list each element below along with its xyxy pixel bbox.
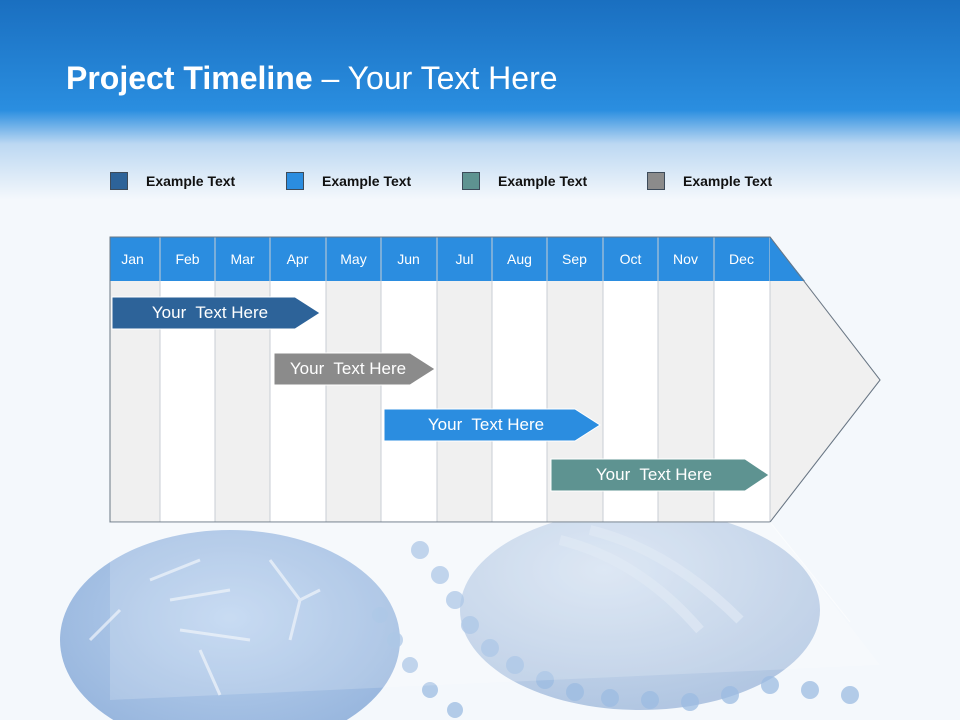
- month-header: Jun: [397, 251, 420, 267]
- month-header-cell: [110, 237, 160, 281]
- legend-swatch: [647, 172, 665, 190]
- month-header-cell: [160, 237, 215, 281]
- legend-label: Example Text: [146, 173, 236, 189]
- month-header: Apr: [286, 251, 309, 267]
- month-header-cell: [437, 237, 492, 281]
- legend-label: Example Text: [683, 173, 773, 189]
- legend-swatch: [110, 172, 128, 190]
- legend-swatch: [286, 172, 304, 190]
- month-header-cell: [714, 237, 770, 281]
- legend-label: Example Text: [322, 173, 412, 189]
- month-header: Dec: [729, 251, 754, 267]
- legend-item: Example Text: [110, 170, 235, 192]
- month-header: Aug: [507, 251, 532, 267]
- month-header-cell: [270, 237, 326, 281]
- month-column: [326, 281, 381, 522]
- month-header-cell: [603, 237, 658, 281]
- month-header: Jan: [121, 251, 144, 267]
- month-header: Sep: [562, 251, 587, 267]
- month-header-cell: [492, 237, 547, 281]
- task-bar: [550, 458, 770, 492]
- month-header: Jul: [455, 251, 474, 267]
- month-header-cell: [658, 237, 714, 281]
- task-label: Your Text Here: [595, 465, 713, 484]
- task-label: Your Text Here: [289, 359, 407, 378]
- legend-swatch: [462, 172, 480, 190]
- legend-label: Example Text: [498, 173, 588, 189]
- month-column: [492, 281, 547, 522]
- task-bar: [383, 408, 601, 442]
- month-header-cell: [326, 237, 381, 281]
- task-bar: [273, 352, 436, 386]
- task-label: Your Text Here: [427, 415, 545, 434]
- header-banner: [0, 0, 960, 200]
- month-header: May: [340, 251, 367, 267]
- month-header: Nov: [673, 251, 698, 267]
- task-bar: [111, 296, 321, 330]
- title-bold: Project Timeline: [66, 60, 313, 96]
- task-label: Your Text Here: [151, 303, 269, 322]
- arrow-head: [770, 281, 880, 522]
- title-rest: – Your Text Here: [312, 60, 558, 96]
- month-header-cell: [547, 237, 603, 281]
- month-header-cell: [215, 237, 270, 281]
- month-header: Mar: [230, 251, 255, 267]
- legend-item: Example Text: [462, 170, 587, 192]
- ornament-background-image: [60, 520, 859, 720]
- legend-item: Example Text: [286, 170, 411, 192]
- month-column: [381, 281, 437, 522]
- slide-title: Project Timeline – Your Text Here: [66, 60, 558, 97]
- month-header: Oct: [619, 251, 642, 267]
- month-header: Feb: [175, 251, 200, 267]
- month-column: [437, 281, 492, 522]
- month-header-cell: [381, 237, 437, 281]
- legend-item: Example Text: [647, 170, 772, 192]
